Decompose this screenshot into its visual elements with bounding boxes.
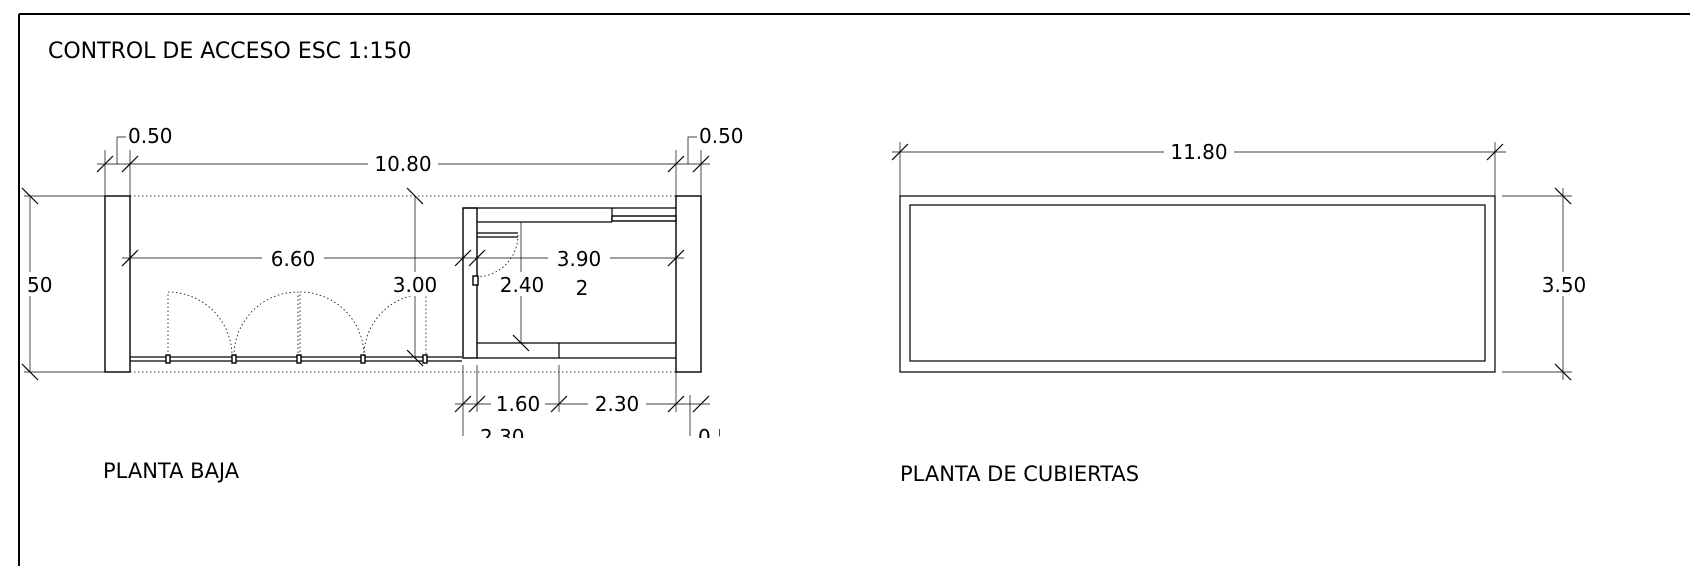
office-door-swing — [476, 234, 519, 278]
dim-bg — [1538, 272, 1590, 296]
mullion — [165, 354, 171, 364]
dim-bg — [368, 150, 438, 176]
tick — [454, 249, 472, 267]
dim-left-wall: 0.50 — [128, 124, 173, 148]
tick — [121, 249, 139, 267]
dim-right-wall: 0.50 — [699, 124, 744, 148]
dim-bottom-c: 2.30 — [480, 425, 525, 449]
door-swing — [167, 291, 233, 357]
tick — [692, 395, 710, 413]
door-jamb — [472, 275, 479, 286]
roof-outer — [899, 195, 1496, 373]
dim-bg — [491, 392, 545, 416]
dim-bg — [548, 246, 610, 270]
leader-right — [687, 136, 697, 164]
tick — [667, 249, 685, 267]
tick — [1486, 143, 1504, 161]
room-number: 2 — [576, 276, 589, 300]
dim-height: 50 — [27, 273, 52, 297]
leader-left — [116, 136, 126, 164]
dim-bottom-b: 2.30 — [595, 392, 640, 416]
sheet-title: CONTROL DE ACCESO ESC 1:150 — [48, 39, 411, 64]
dim-left-room: 6.60 — [271, 247, 316, 271]
tick — [1554, 363, 1572, 381]
dim-roof-height: 3.50 — [1542, 273, 1587, 297]
dim-bg — [390, 272, 440, 296]
tick — [468, 395, 486, 413]
dim-right-room: 3.90 — [557, 247, 602, 271]
dim-small-height: 2.40 — [500, 273, 545, 297]
mullion — [231, 354, 237, 364]
tick — [667, 395, 685, 413]
tick — [1554, 187, 1572, 205]
left-column — [104, 195, 131, 373]
dim-bg — [24, 272, 58, 296]
tick — [454, 395, 472, 413]
dim-bottom-a: 1.60 — [496, 392, 541, 416]
dim-bg — [1164, 138, 1234, 164]
label-planta-baja: PLANTA BAJA — [103, 459, 240, 483]
tick — [512, 334, 530, 352]
tick — [21, 363, 39, 381]
dim-inner-height: 3.00 — [393, 273, 438, 297]
label-planta-cubiertas: PLANTA DE CUBIERTAS — [900, 462, 1139, 486]
dim-bg — [588, 392, 646, 416]
dim-bg — [262, 246, 324, 270]
door-swing — [233, 291, 299, 357]
right-column — [675, 195, 702, 373]
door-swing — [363, 293, 427, 357]
tick — [406, 349, 424, 367]
mullion — [360, 354, 366, 364]
dim-roof-width: 11.80 — [1170, 140, 1227, 164]
roof-inner — [909, 204, 1486, 362]
tick — [550, 395, 568, 413]
tick — [468, 249, 486, 267]
dim-bg — [496, 272, 548, 296]
window — [611, 215, 677, 222]
dim-bottom-d: 0.50 — [698, 425, 743, 449]
tick — [21, 187, 39, 205]
tick — [891, 143, 909, 161]
mullion — [296, 354, 302, 364]
door-swing — [299, 291, 365, 357]
dim-overall: 10.80 — [374, 152, 431, 176]
planta-baja-plan: 10.80 0.50 0.50 6.60 3.90 50 3.00 — [21, 124, 744, 449]
planta-cubiertas-plan: 11.80 3.50 — [891, 138, 1590, 381]
clipped-dims: 2.30 0.50 — [480, 425, 743, 449]
mullion — [422, 354, 428, 364]
tick — [406, 187, 424, 205]
